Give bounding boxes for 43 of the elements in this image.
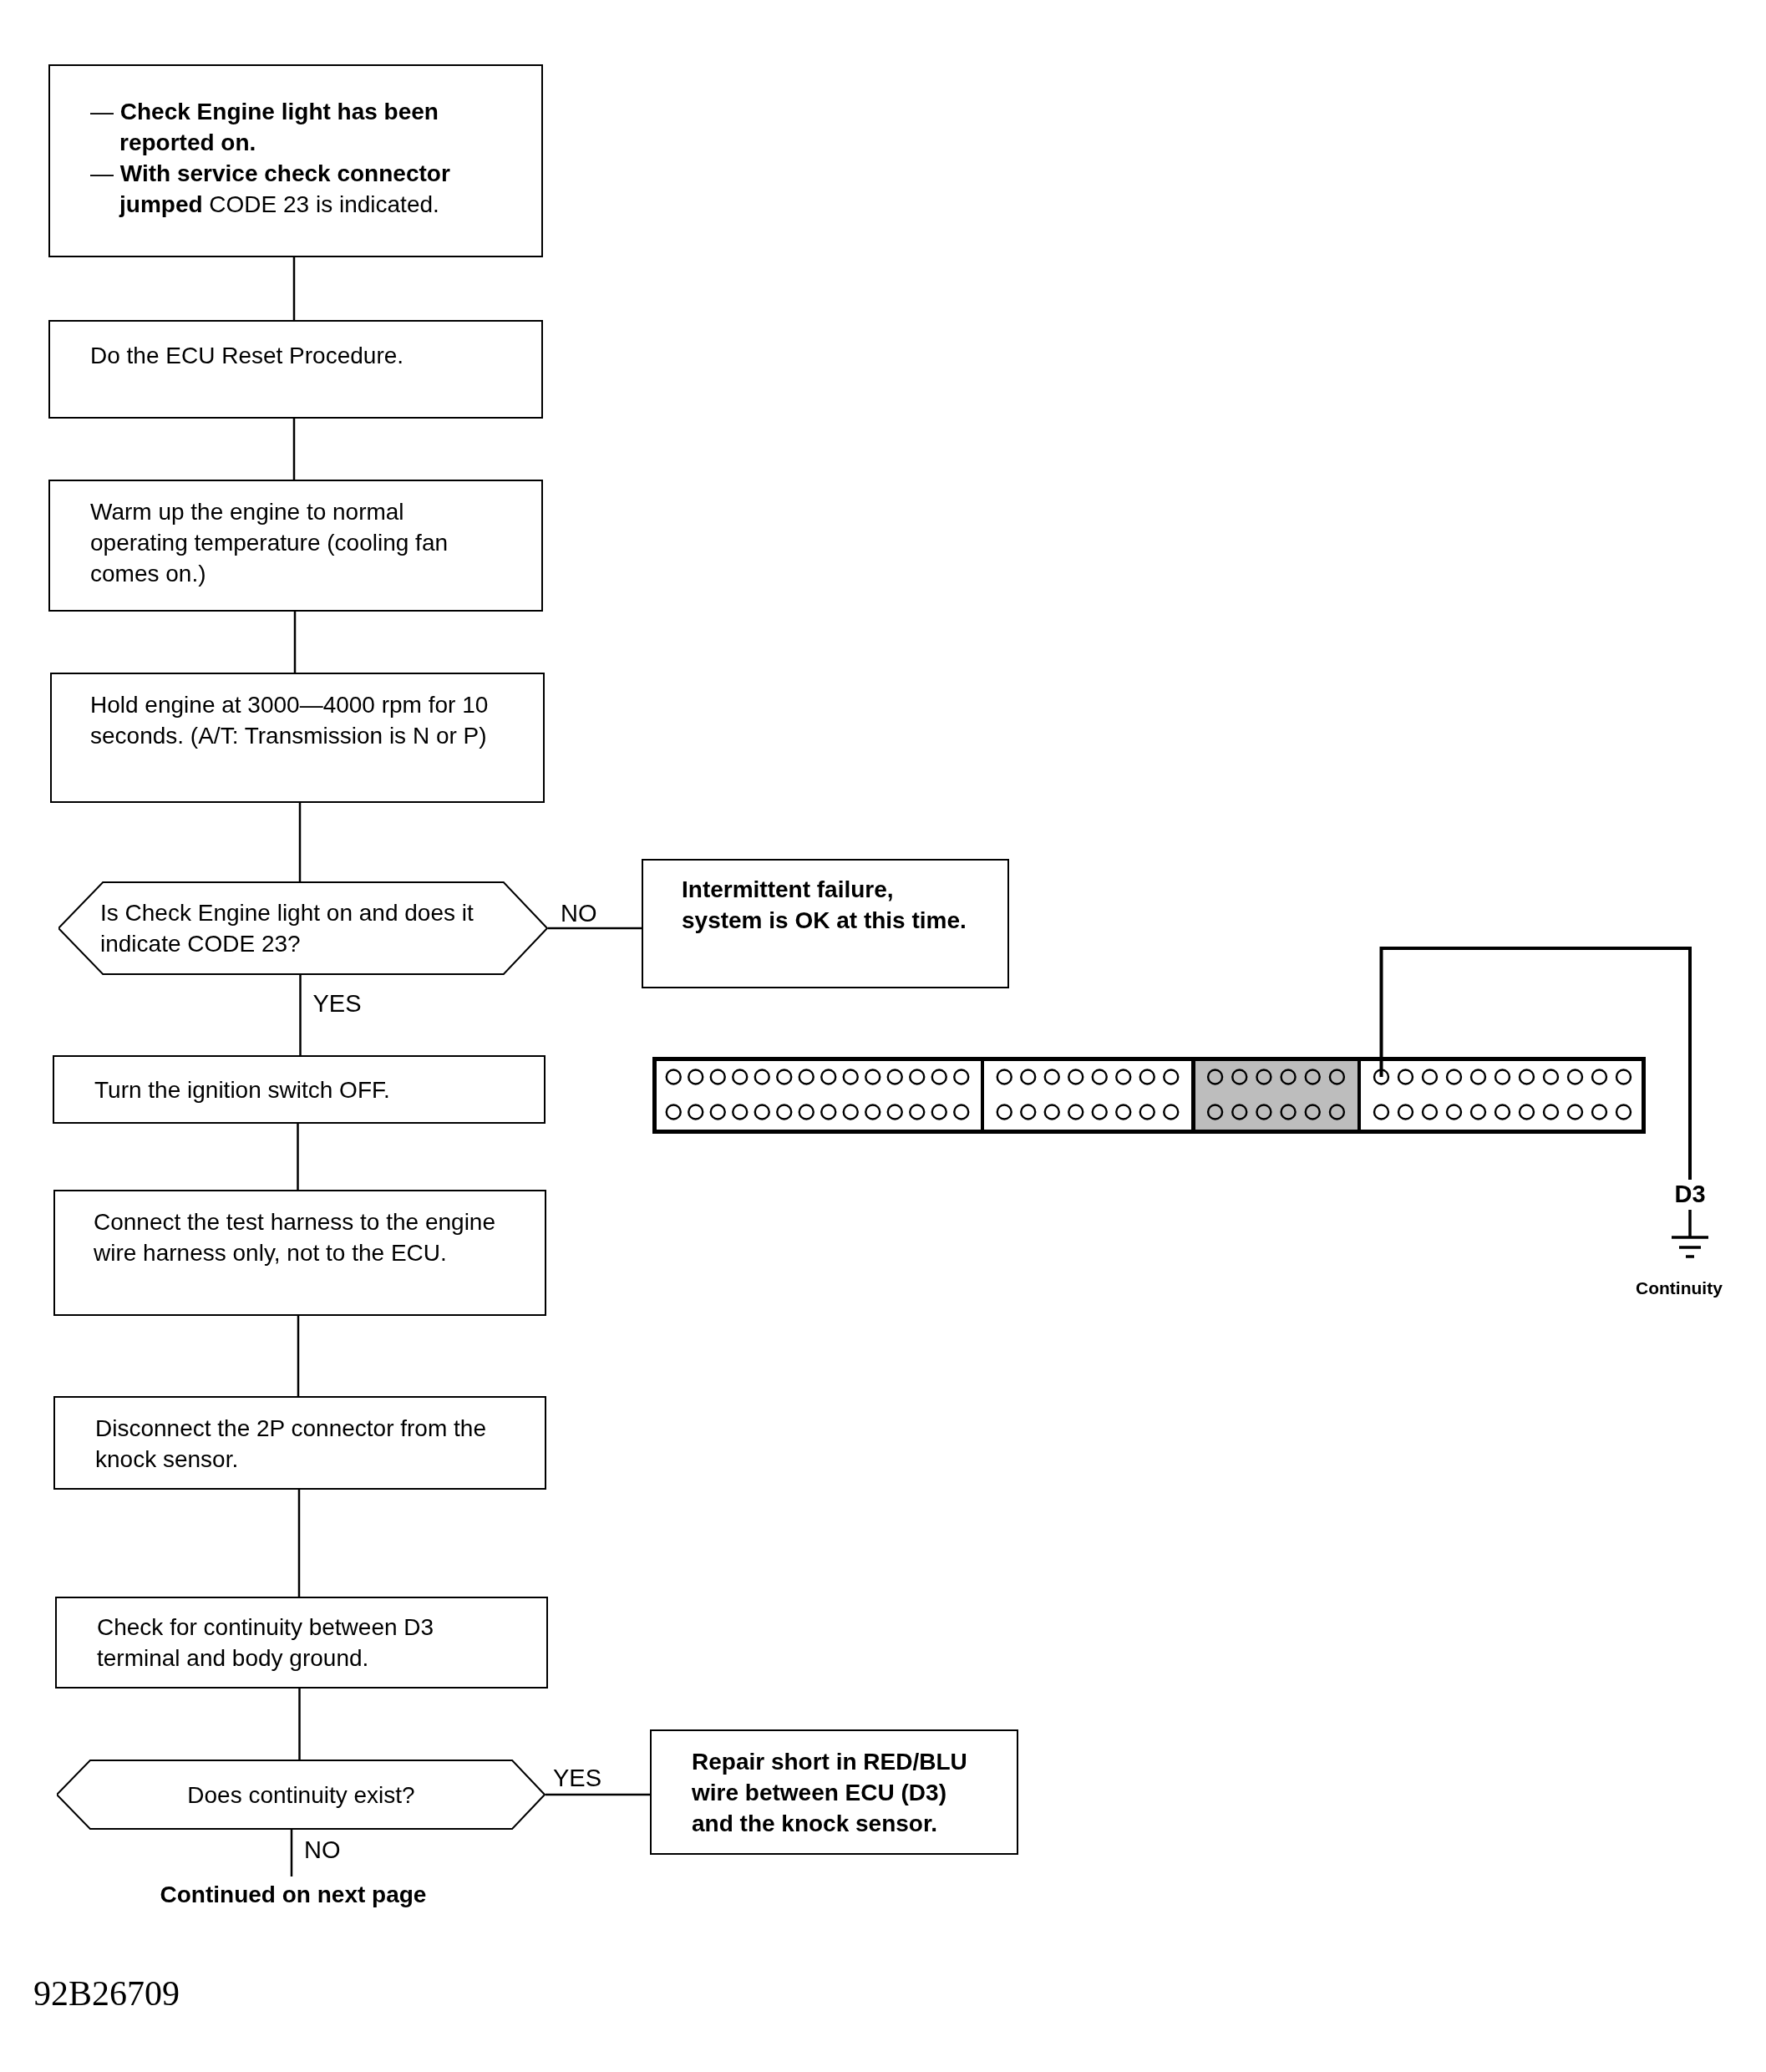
step-text: Do the ECU Reset Procedure.: [90, 342, 405, 370]
connector-line: [546, 1793, 650, 1796]
step-text: Disconnect the 2P connector from the knock sensor.: [95, 1414, 487, 1474]
connector-line: [293, 612, 297, 673]
question-text: Is Check Engine light on and does it indicate CODE 23?: [100, 899, 474, 958]
process-box: [48, 64, 543, 257]
note-text: Continued on next page: [159, 1880, 428, 1909]
decision-hexagon: [57, 1760, 546, 1830]
connector-line: [297, 1490, 301, 1597]
decision-hexagon: [58, 881, 548, 975]
ground-label: Continuity: [1636, 1278, 1723, 1298]
result-text: Repair short in RED/BLU wire between ECU (D3) and the knock sensor.: [692, 1748, 968, 1838]
step-text: Connect the test harness to the engine wire harness only, not to the ECU.: [94, 1208, 496, 1267]
connector-line: [548, 927, 642, 930]
step-text: Check for continuity between D3 terminal and body ground.: [97, 1613, 435, 1673]
step-text: — With service check connector jumped CODE 23 is indicated.: [90, 160, 451, 219]
process-box: [53, 1190, 546, 1316]
step-text: — Check Engine light has been reported on.: [90, 98, 439, 157]
wire: [1379, 947, 1692, 1180]
connector-line: [299, 975, 302, 1055]
step-text: Warm up the engine to normal operating temperature (cooling fan comes on.): [90, 498, 449, 588]
step-text: Hold engine at 3000—4000 rpm for 10 seconds. (A/T: Transmission is N or P): [90, 691, 490, 750]
figure-number: 92B26709: [33, 1973, 180, 2014]
step-text: Turn the ignition switch OFF.: [94, 1075, 391, 1105]
process-box: [48, 320, 543, 419]
connector-line: [297, 1316, 300, 1396]
result-box: [642, 859, 1009, 988]
ecu-connector-drawing: [652, 1057, 1646, 1134]
process-box: [53, 1396, 546, 1490]
process-box: [53, 1055, 546, 1124]
process-box: [50, 673, 545, 803]
connector-line: [292, 257, 296, 320]
connector-line: [290, 1830, 293, 1876]
connector-line: [297, 1124, 299, 1190]
connector-line: [298, 803, 302, 881]
question-text: Does continuity exist?: [186, 1780, 416, 1810]
connector-line: [298, 1689, 301, 1760]
result-text: Intermittent failure, system is OK at this time.: [682, 876, 967, 935]
connector-line: [292, 419, 296, 480]
process-box: [55, 1597, 548, 1689]
note-text: D3: [1673, 1180, 1707, 1209]
process-box: [48, 480, 543, 612]
result-box: [650, 1729, 1018, 1855]
